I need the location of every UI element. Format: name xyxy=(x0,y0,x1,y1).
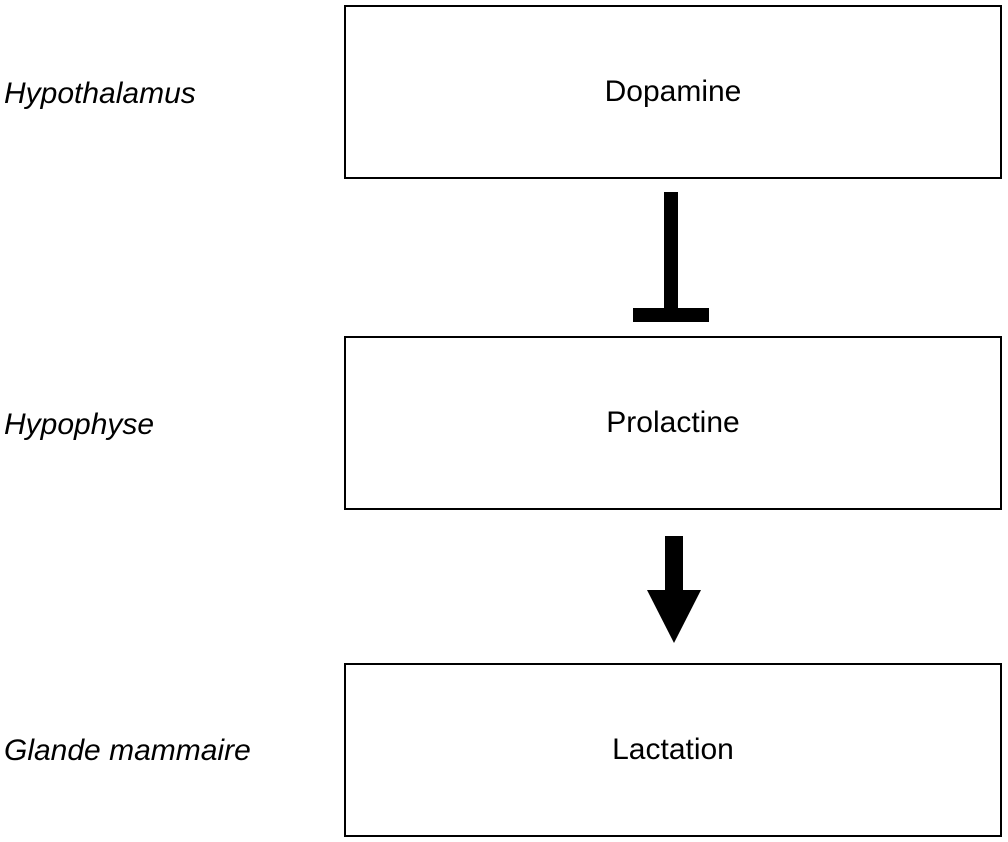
inhibition-stem xyxy=(664,192,678,310)
level-label-hypothalamus: Hypothalamus xyxy=(4,77,196,110)
box-label-dopamine: Dopamine xyxy=(604,75,742,108)
level-label-glande-mammaire: Glande mammaire xyxy=(4,734,251,767)
box-label-lactation: Lactation xyxy=(612,733,734,766)
level-label-hypophyse: Hypophyse xyxy=(4,408,155,441)
box-dopamine: Dopamine xyxy=(344,5,1002,179)
stimulation-shaft xyxy=(665,536,683,592)
box-label-prolactine: Prolactine xyxy=(606,406,740,439)
stimulation-arrowhead xyxy=(647,590,701,643)
box-lactation: Lactation xyxy=(344,663,1002,837)
inhibition-bar xyxy=(633,308,709,322)
box-prolactine: Prolactine xyxy=(344,336,1002,510)
